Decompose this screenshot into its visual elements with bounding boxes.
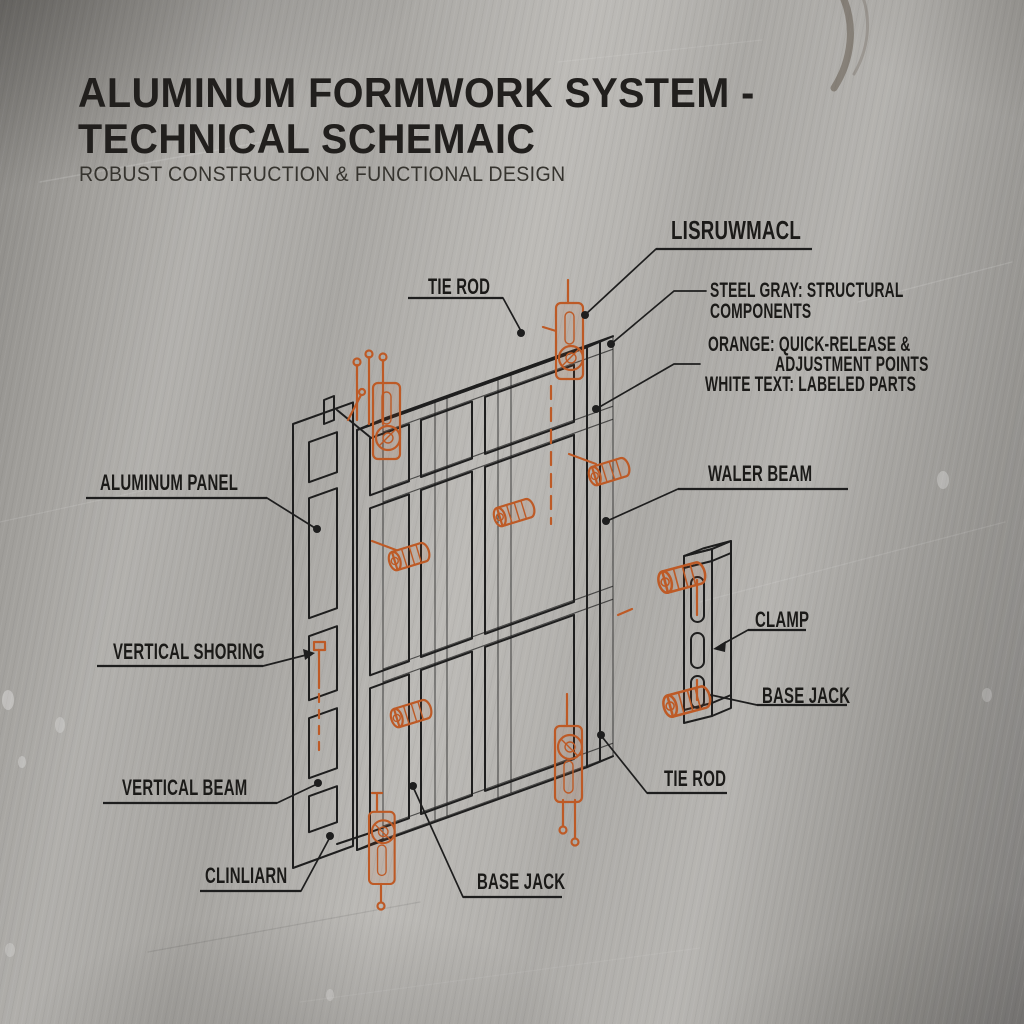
wedge-pin (585, 455, 633, 488)
wedge-pin (387, 697, 435, 730)
title-line-2: TECHNICAL SCHEMAIC (78, 115, 536, 162)
label-base-jack-right: BASE JACK (762, 683, 851, 708)
label-vertical-beam: VERTICAL BEAM (122, 775, 248, 800)
label-lisruwmacl: LISRUWMACL (671, 215, 802, 245)
label-tie-rod-bottom: TIE ROD (664, 766, 727, 791)
label-waler-beam: WALER BEAM (708, 461, 813, 486)
label-aluminum-panel: ALUMINUM PANEL (100, 470, 239, 495)
tie-rod-assembly-top-left (346, 349, 402, 461)
title-line-1: ALUMINUM FORMWORK SYSTEM - (78, 69, 755, 116)
tie-rod-assembly-bottom-left (367, 791, 396, 911)
clamp-cylinder-bottom (659, 683, 714, 720)
vertical-beam-column (292, 395, 371, 869)
legend-white-text: WHITE TEXT: LABELED PARTS (705, 373, 917, 396)
label-clinliarn: CLINLIARN (205, 863, 288, 888)
page-title: ALUMINUM FORMWORK SYSTEM - TECHNICAL SCH… (78, 70, 755, 162)
legend-orange-line1: ORANGE: QUICK-RELEASE & (708, 333, 911, 356)
tie-rod-assembly-bottom-right (553, 692, 584, 847)
legend-steel-gray-line2: COMPONENTS (710, 300, 812, 323)
legend-steel-gray-line1: STEEL GRAY: STRUCTURAL (710, 279, 904, 302)
label-vertical-shoring: VERTICAL SHORING (113, 639, 265, 664)
scratches (147, 0, 870, 953)
tie-rod-assembly-top (554, 301, 585, 381)
leader-lines (86, 247, 848, 899)
legend-orange-line2: ADJUSTMENT POINTS (775, 353, 929, 376)
label-tie-rod-top: TIE ROD (428, 274, 491, 299)
orange-components (312, 278, 634, 911)
clamp-detail-bar (654, 540, 732, 724)
page-subtitle: ROBUST CONSTRUCTION & FUNCTIONAL DESIGN (79, 163, 566, 186)
label-clamp: CLAMP (755, 607, 810, 632)
wedge-pin (385, 540, 433, 573)
clamp-cylinder-top (654, 559, 709, 596)
vertical-shoring-rod (312, 640, 327, 760)
label-base-jack-bottom: BASE JACK (477, 869, 566, 894)
